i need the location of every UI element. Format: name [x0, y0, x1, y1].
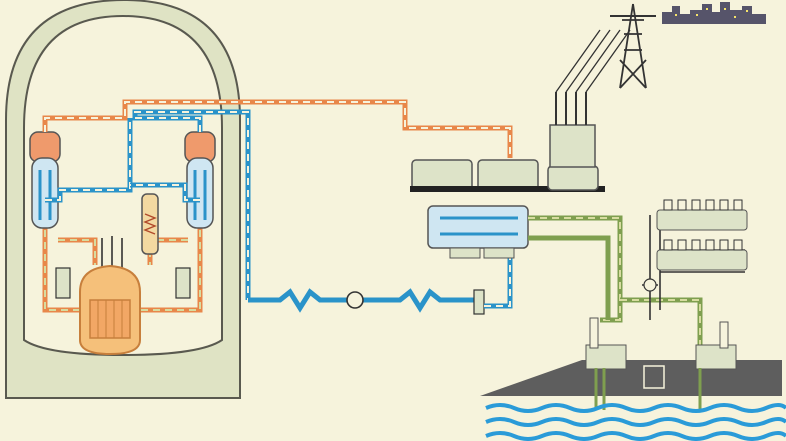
steam-generator-right: [184, 131, 216, 229]
turbine: [410, 159, 605, 192]
sea: [485, 403, 786, 441]
transmission-tower: [610, 3, 656, 89]
reactor-vessel: [79, 236, 141, 356]
generator: [547, 165, 599, 191]
pressurizer: [141, 193, 159, 255]
steam-generator-left: [29, 131, 61, 229]
coolant-pumps: [55, 267, 191, 299]
condenser: [427, 205, 529, 259]
feedwater-pump: [346, 291, 364, 309]
steam-line: [42, 99, 513, 300]
shore-ground: [480, 360, 782, 396]
cooling-water-intake: [585, 317, 627, 410]
cooling-water-pumps: [656, 199, 748, 271]
cooling-water-outlet: [695, 321, 737, 410]
city-skyline: [662, 2, 766, 24]
cooling-water-lines: [528, 215, 745, 353]
transformer: [549, 29, 631, 168]
feedwater-line: [248, 248, 513, 315]
